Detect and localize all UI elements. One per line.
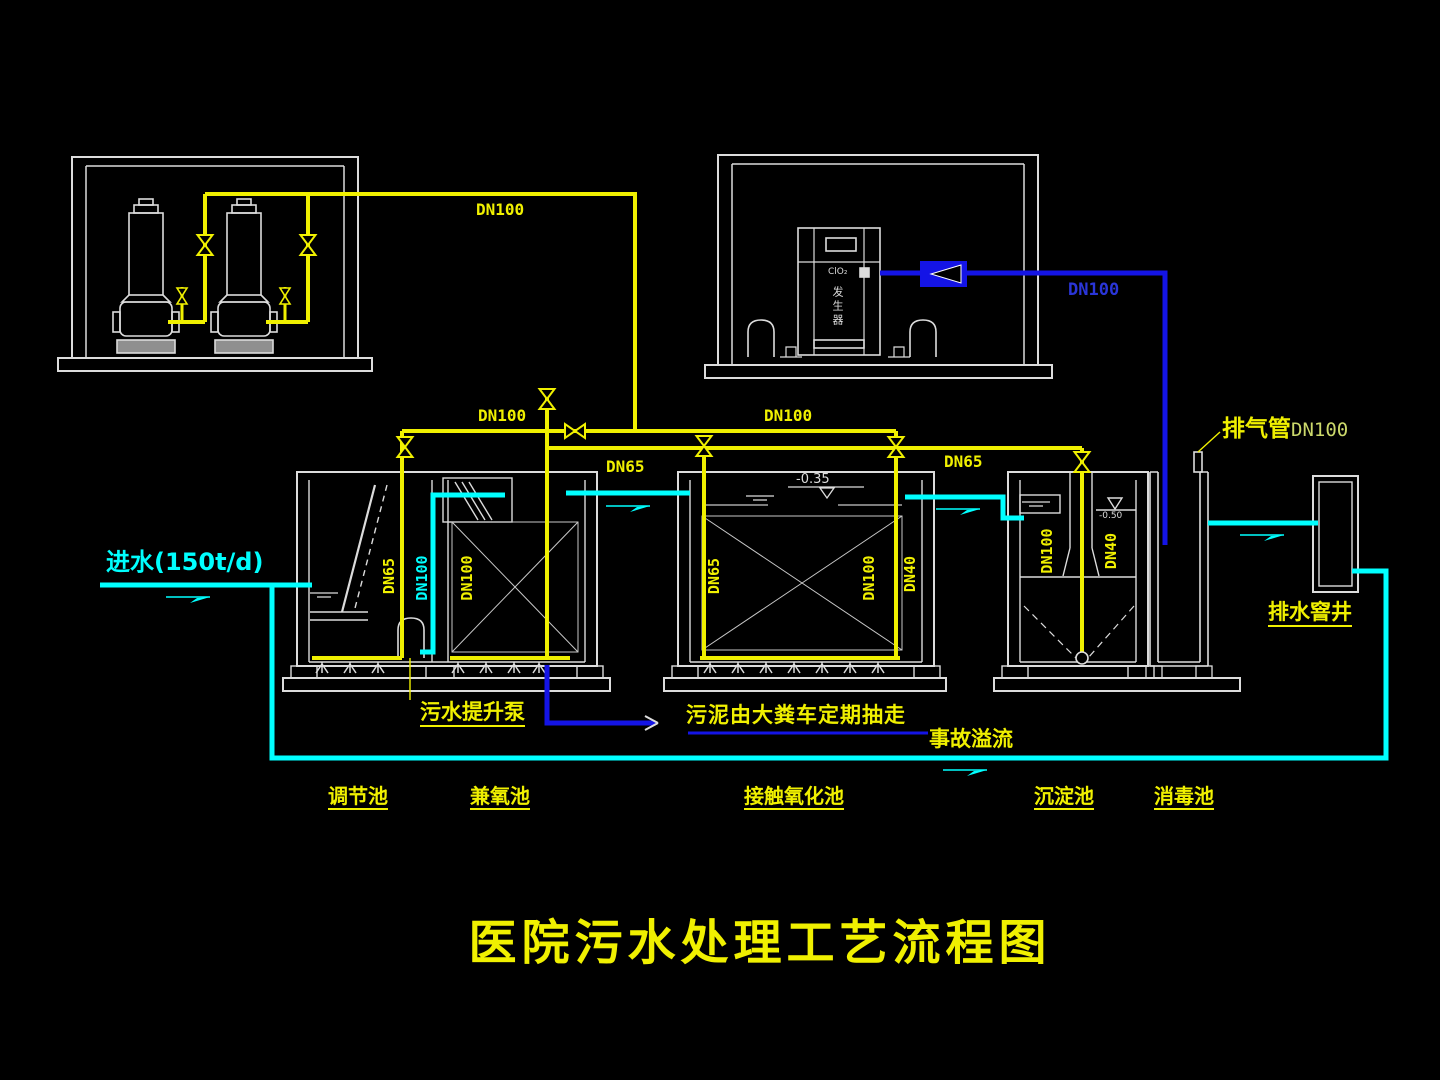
facultative-inlet-box [442, 477, 513, 523]
pipe-label-sed-airlift-aux: DN40 [1102, 532, 1120, 570]
facultative-media [451, 521, 579, 653]
pipe-label-contact-drop-aux: DN40 [901, 555, 919, 593]
pipe-label-lift-riser: DN100 [413, 555, 431, 601]
tank-label-contact-oxidation: 接触氧化池 [744, 784, 844, 810]
clo2-generator [747, 227, 937, 358]
disinfection-structure [1145, 471, 1213, 679]
submersible-pump [397, 617, 425, 700]
sed-water-level-label: -0.50 [1099, 511, 1123, 521]
sludge-line [544, 665, 928, 735]
lift-pump-label: 污水提升泵 [420, 702, 525, 727]
lift-pump-unit-1 [112, 198, 180, 354]
water-piping [100, 490, 1389, 761]
pipe-label-blower-outlet: DN100 [476, 200, 525, 219]
inflow-label: 进水(150t/d) [106, 548, 264, 576]
pipe-label-air-main-east: DN100 [764, 406, 813, 425]
sedimentation-internals [1019, 472, 1136, 659]
tank-label-facultative: 兼氧池 [470, 784, 530, 810]
pipe-label-contact-drop-left: DN65 [705, 557, 723, 595]
page-title: 医院污水处理工艺流程图 [468, 915, 1052, 971]
emergency-overflow-label: 事故溢流 [929, 727, 1013, 751]
generator-label-vertical: 发生器 [831, 286, 844, 328]
tank-label-sedimentation: 沉淀池 [1034, 784, 1094, 810]
pipe-label-sed-airlift-main: DN100 [1038, 528, 1056, 574]
contact-water-level-mark [788, 486, 864, 500]
vent-pipe-label-cn: 排气管 [1222, 416, 1291, 442]
drain-manhole [1312, 475, 1359, 593]
vent-pipe-label: 排气管DN100 [1222, 416, 1349, 442]
sludge-note-label: 污泥由大粪车定期抽走 [686, 703, 906, 727]
generator-label-top: ClO₂ [828, 267, 848, 277]
pipe-label-regulating-drop: DN65 [380, 557, 398, 595]
pipe-label-dosing-line: DN100 [1068, 280, 1120, 300]
pipe-label-facultative-drop: DN100 [458, 555, 476, 601]
tank-label-disinfection: 消毒池 [1154, 784, 1214, 810]
lift-pump-unit-2 [210, 198, 278, 354]
pump-room-piping [168, 192, 637, 431]
pipe-label-air-branch-east: DN65 [944, 452, 983, 471]
pump-room [57, 156, 373, 372]
airlift-outlet [1075, 651, 1089, 665]
air-piping [312, 388, 1084, 660]
chemical-dosing-line [880, 261, 1168, 545]
contact-water-level-label: -0.35 [796, 472, 830, 487]
dosing-room [704, 154, 1053, 379]
pipe-label-air-branch-west: DN65 [606, 457, 645, 476]
tank-label-regulating: 调节池 [328, 784, 388, 810]
aeration-diffusers [315, 661, 885, 674]
contact-tank-structure [663, 471, 947, 692]
pipe-label-contact-drop-right: DN100 [860, 555, 878, 601]
drain-manhole-label: 排水窨井 [1268, 602, 1352, 627]
pipe-label-air-main-west: DN100 [478, 406, 527, 425]
vent-pipe [1193, 431, 1221, 473]
bar-screen [310, 484, 388, 621]
vent-pipe-label-dn: DN100 [1291, 419, 1349, 441]
